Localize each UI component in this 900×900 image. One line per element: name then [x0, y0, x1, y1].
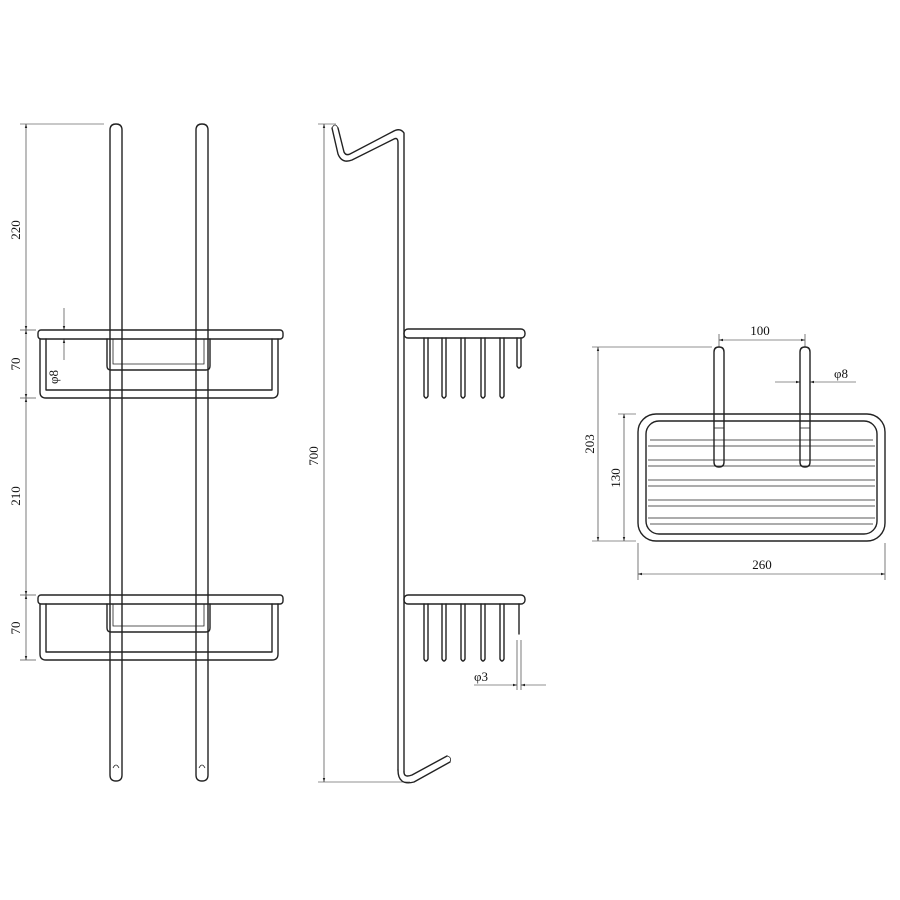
- dim-upper-basket-height: 70: [8, 358, 23, 371]
- dim-wire-diameter: φ3: [474, 669, 488, 684]
- front-upper-basket: [37, 329, 284, 399]
- top-basket-frame: [637, 413, 886, 542]
- dim-rod-spacing: 100: [750, 323, 770, 338]
- dim-total-height: 700: [306, 446, 321, 466]
- side-upper-tray: [403, 328, 526, 399]
- front-view: 220 70 φ8 210 70: [8, 123, 284, 782]
- dim-basket-depth: 130: [608, 468, 623, 488]
- dim-basket-spacing: 210: [8, 486, 23, 506]
- dim-rod-diameter: φ8: [46, 370, 61, 384]
- side-frame: [331, 124, 451, 784]
- front-lower-basket: [37, 594, 284, 661]
- top-rods: [713, 346, 811, 468]
- dim-top-rod-diameter: φ8: [834, 366, 848, 381]
- front-rods: [109, 123, 209, 782]
- dim-depth: 203: [582, 434, 597, 454]
- dim-width: 260: [752, 557, 772, 572]
- dim-lower-basket-height: 70: [8, 622, 23, 635]
- top-dimensions: 100 φ8 203 130 260: [582, 323, 886, 580]
- top-view: 100 φ8 203 130 260: [582, 323, 886, 580]
- side-lower-tray: [403, 594, 526, 662]
- front-dimensions: 220 70 φ8 210 70: [8, 123, 104, 661]
- side-dimensions: 700 φ3: [306, 123, 546, 783]
- side-view: 700 φ3: [306, 123, 546, 784]
- dim-top-gap: 220: [8, 220, 23, 240]
- top-basket-slats: [648, 439, 875, 525]
